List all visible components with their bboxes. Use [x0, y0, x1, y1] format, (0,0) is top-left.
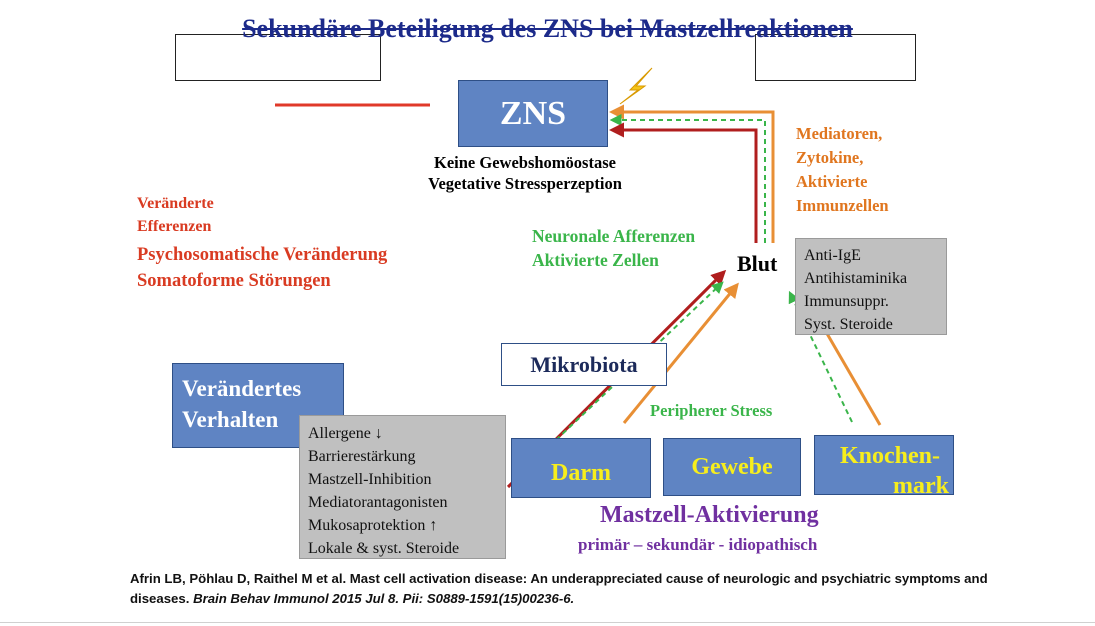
efferent-line-text: Veränderte — [137, 195, 214, 212]
zns-box: ZNS — [458, 80, 608, 147]
reference-text: Afrin LB, Pöhlau D, Raithel M et al. Mas… — [130, 571, 988, 606]
empty-box-right — [755, 34, 916, 81]
afferent-line: Aktivierte Zellen — [532, 250, 659, 270]
activation-subtitle: primär – sekundär - idiopathisch — [578, 535, 818, 554]
blut-label: Blut — [737, 251, 778, 276]
activation-title: Mastzell-Aktivierung — [600, 502, 819, 528]
mediators-line: Aktivierte — [796, 172, 868, 191]
therapy-item: Lokale & syst. Steroide — [308, 540, 460, 557]
systemic-therapy-box: Anti-IgE Antihistaminika Immunsuppr. Sys… — [795, 238, 947, 335]
peripheral-stress-label: Peripherer Stress — [650, 401, 773, 420]
bottom-divider — [0, 622, 1095, 623]
therapy-item: Barrierestärkung — [308, 448, 416, 465]
mediators-line: Mediatoren, — [796, 124, 883, 143]
arrow-red-blut-to-zns — [609, 122, 758, 243]
gewebe-box: Gewebe — [663, 438, 801, 496]
efferent-line-text: Efferenzen — [137, 218, 212, 235]
therapy-item: Syst. Steroide — [804, 316, 893, 333]
therapy-item: Mediatorantagonisten — [308, 494, 448, 511]
darm-box: Darm — [511, 438, 651, 498]
darm-label: Darm — [551, 459, 611, 486]
knochenmark-line: mark — [893, 473, 949, 499]
page-title: Sekundäre Beteiligung des ZNS bei Mastze… — [242, 14, 853, 43]
mediators-line: Zytokine, — [796, 148, 864, 167]
therapy-item: Mukosaprotektion ↑ — [308, 517, 438, 534]
mikrobiota-label: Mikrobiota — [530, 351, 638, 377]
afferent-line: Neuronale Afferenzen — [532, 226, 696, 246]
efferent-effects: Psychosomatische Veränderung Somatoforme… — [137, 242, 387, 294]
arrow-green-blut-to-zns — [609, 114, 766, 243]
local-therapy-box: Allergene ↓ Barrierestärkung Mastzell-In… — [299, 415, 506, 559]
afferent-label: Neuronale Afferenzen Aktivierte Zellen — [532, 224, 695, 272]
empty-box-left — [175, 34, 381, 81]
behavior-line: Verändertes — [182, 376, 302, 401]
arrow-orange-blut-to-zns — [609, 104, 775, 243]
reference-journal: Brain Behav Immunol 2015 Jul 8. Pii: S08… — [193, 591, 575, 606]
effect-item: Psychosomatische Veränderung — [137, 245, 388, 265]
gewebe-label: Gewebe — [691, 453, 773, 480]
mediators-line: Immunzellen — [796, 196, 889, 215]
arrow-orange-stress-to-blut — [622, 282, 739, 424]
mediators-label: Mediatoren, Zytokine, Aktivierte Immunze… — [796, 122, 889, 218]
zns-caption-line: Keine Gewebshomöostase — [434, 153, 616, 172]
knochenmark-box: Knochen- mark — [814, 435, 954, 499]
zns-caption: Keine Gewebshomöostase Vegetative Stress… — [410, 152, 640, 194]
therapy-item: Allergene ↓ — [308, 425, 383, 442]
therapy-item: Anti-IgE — [804, 247, 861, 264]
arrow-green-darm-to-blut — [555, 281, 724, 441]
mikrobiota-box: Mikrobiota — [501, 343, 667, 386]
efferent-label: Veränderte Efferenzen — [137, 192, 214, 238]
effect-item: Somatoforme Störungen — [137, 271, 331, 291]
zns-caption-line: Vegetative Stressperzeption — [428, 174, 622, 193]
reference: Afrin LB, Pöhlau D, Raithel M et al. Mas… — [130, 569, 1010, 609]
therapy-item: Antihistaminika — [804, 270, 908, 287]
therapy-item: Mastzell-Inhibition — [308, 471, 432, 488]
knochenmark-line: Knochen- — [840, 443, 941, 469]
behavior-line: Verhalten — [182, 407, 279, 432]
lightning-icon — [619, 67, 653, 105]
therapy-item: Immunsuppr. — [804, 293, 889, 310]
zns-label: ZNS — [499, 94, 567, 132]
